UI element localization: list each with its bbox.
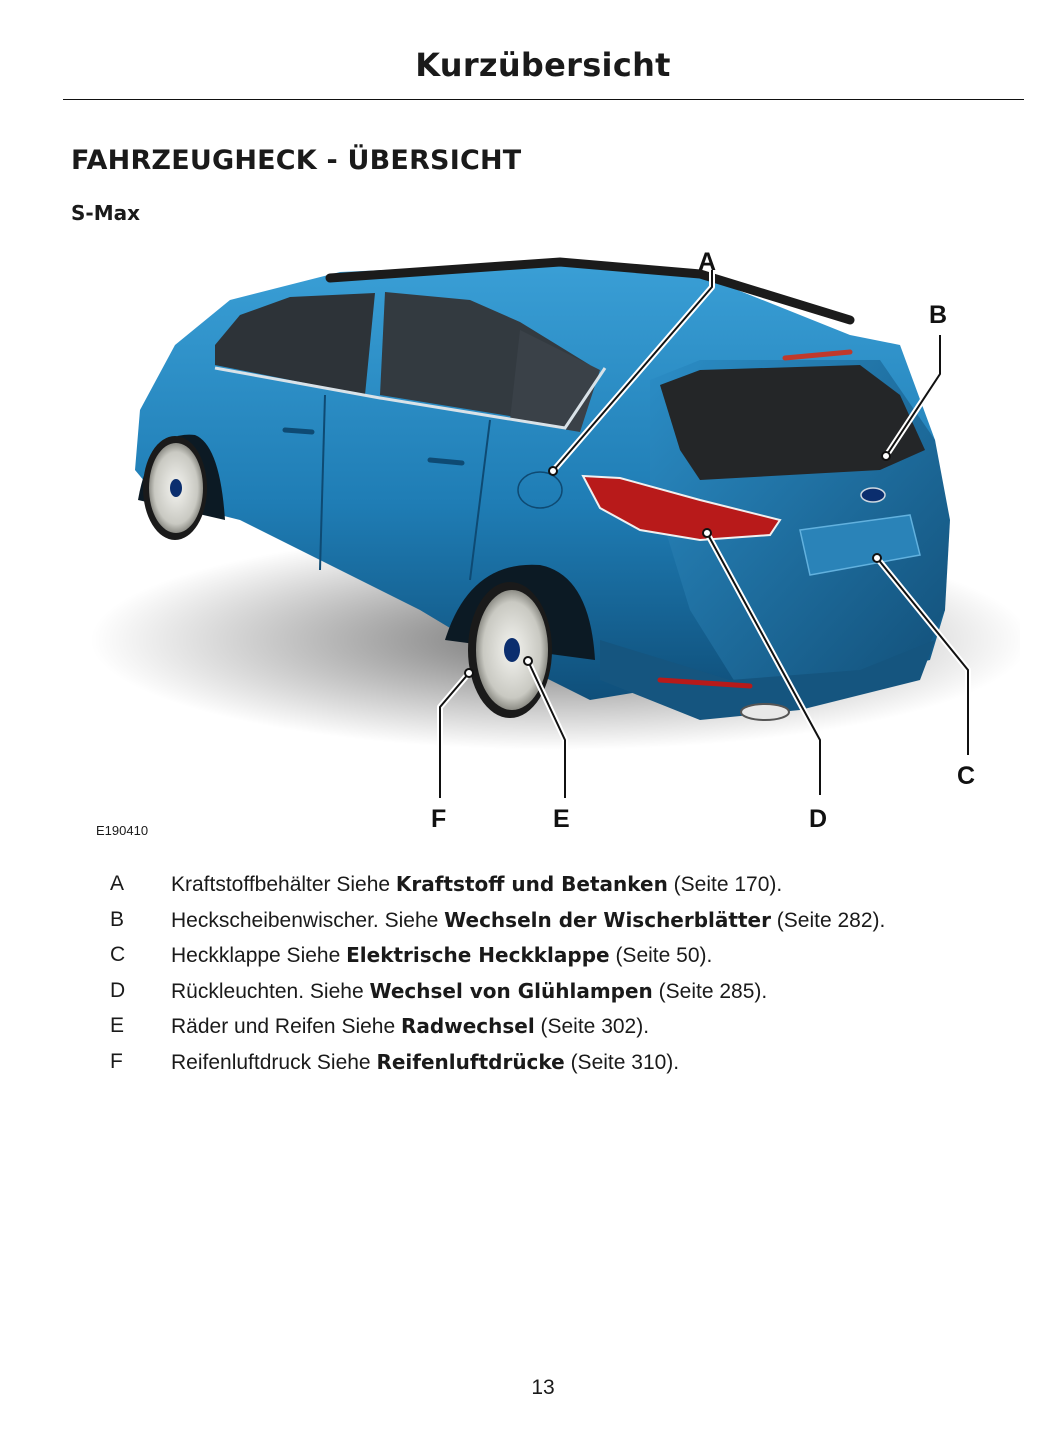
figure-id: E190410: [96, 823, 149, 838]
legend-text: Heckscheibenwischer. Siehe Wechseln der …: [171, 907, 886, 932]
callout-dot-a: [548, 466, 558, 476]
callout-label-d: D: [809, 805, 827, 833]
roof-rail: [325, 257, 855, 325]
legend-item: D Rückleuchten. Siehe Wechsel von Glühla…: [0, 979, 1056, 1015]
legend-item: F Reifenluftdruck Siehe Reifenluftdrücke…: [0, 1050, 1056, 1086]
door-handle-rear: [427, 457, 465, 466]
legend-letter: C: [110, 943, 126, 967]
section-subtitle: S-Max: [71, 201, 141, 225]
legend-item: E Räder und Reifen Siehe Radwechsel (Sei…: [0, 1014, 1056, 1050]
door-handle-front: [282, 427, 315, 435]
page-number: 13: [531, 1376, 555, 1399]
callout-label-a: A: [698, 248, 716, 276]
callout-dot-f: [464, 668, 474, 678]
callout-label-e: E: [553, 805, 570, 833]
callout-dot-d: [702, 528, 712, 538]
front-wheel: [143, 436, 207, 540]
callout-label-b: B: [929, 301, 947, 329]
door-seam-front: [319, 394, 326, 571]
legend-item: A Kraftstoffbehälter Siehe Kraftstoff un…: [0, 872, 1056, 908]
legend-letter: B: [110, 907, 125, 931]
callout-label-c: C: [957, 762, 975, 790]
side-window-front: [215, 293, 375, 395]
license-plate-recess: [799, 514, 921, 576]
window-trim: [214, 366, 607, 430]
ford-badge: [860, 487, 886, 503]
rear-bumper: [600, 640, 935, 720]
callout-label-f: F: [431, 805, 446, 833]
legend-link[interactable]: Wechseln der Wischerblätter: [444, 907, 771, 932]
rear-wheel: [468, 582, 552, 718]
quarter-window: [510, 330, 600, 432]
fuel-filler-flap: [517, 471, 563, 509]
exhaust-tip: [740, 703, 790, 721]
rear-windscreen: [660, 365, 925, 480]
legend-link[interactable]: Kraftstoff und Betanken: [395, 872, 668, 896]
callout-dot-c: [872, 553, 882, 563]
legend-text: Rückleuchten. Siehe Wechsel von Glühlamp…: [171, 978, 768, 1003]
rear-reflector: [657, 677, 753, 689]
page-header-title: Kurzübersicht: [415, 46, 671, 84]
header-divider: [63, 99, 1024, 100]
legend-letter: D: [110, 978, 126, 1002]
section-title: FAHRZEUGHECK - ÜBERSICHT: [71, 145, 522, 176]
legend-list: A Kraftstoffbehälter Siehe Kraftstoff un…: [0, 872, 1056, 1086]
legend-item: B Heckscheibenwischer. Siehe Wechseln de…: [0, 908, 1056, 944]
legend-letter: E: [110, 1014, 125, 1038]
vehicle-rear-illustration: A B C D E F: [90, 248, 1020, 833]
callout-dot-b: [881, 451, 891, 461]
legend-text: Reifenluftdruck Siehe Reifenluftdrücke (…: [171, 1049, 680, 1074]
tail-light: [581, 474, 782, 542]
legend-text: Räder und Reifen Siehe Radwechsel (Seite…: [171, 1014, 650, 1039]
legend-link[interactable]: Elektrische Heckklappe: [346, 943, 610, 968]
legend-link[interactable]: Reifenluftdrücke: [376, 1049, 565, 1074]
legend-link[interactable]: Radwechsel: [401, 1014, 535, 1039]
legend-letter: A: [110, 872, 125, 895]
legend-text: Heckklappe Siehe Elektrische Heckklappe …: [171, 943, 713, 968]
legend-item: C Heckklappe Siehe Elektrische Heckklapp…: [0, 943, 1056, 979]
legend-text: Kraftstoffbehälter Siehe Kraftstoff und …: [171, 872, 783, 896]
brake-light-strip: [782, 349, 853, 361]
legend-link[interactable]: Wechsel von Glühlampen: [369, 978, 653, 1003]
legend-letter: F: [110, 1049, 123, 1073]
door-seam-rear: [469, 419, 491, 581]
callout-dot-e: [523, 656, 533, 666]
